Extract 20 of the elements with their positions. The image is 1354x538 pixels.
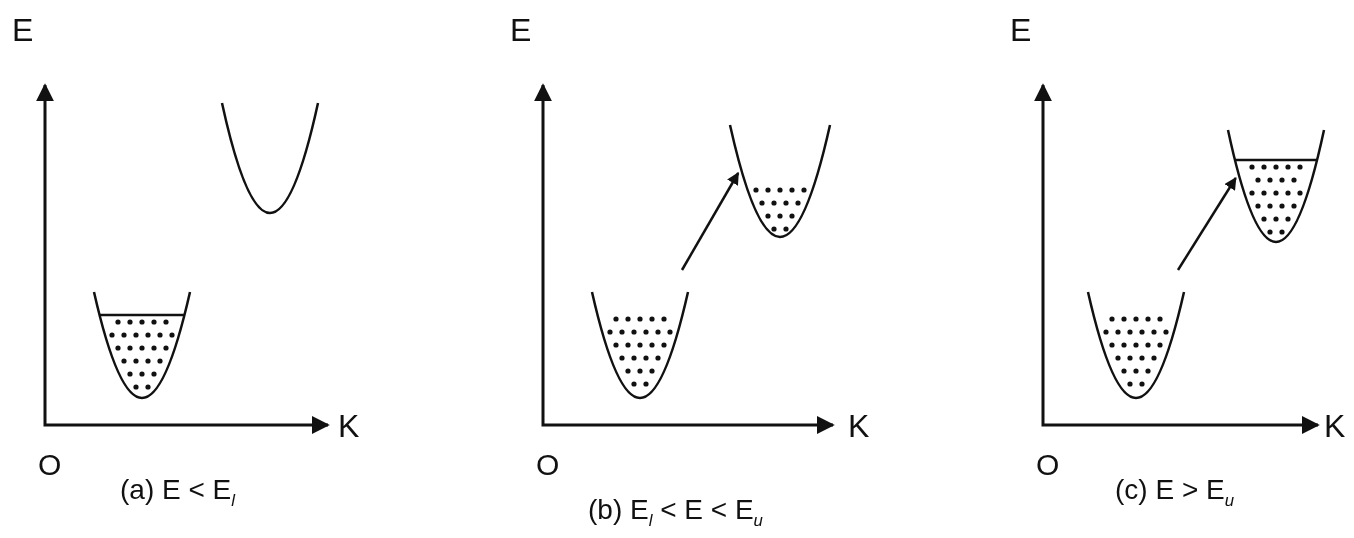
axis-label: E	[1010, 14, 1032, 46]
axis-label: E	[12, 14, 34, 46]
panel-caption: (c) E > E$_{u}$	[1115, 476, 1235, 510]
transfer-arrow	[1176, 176, 1237, 271]
origin-label: O	[536, 450, 560, 480]
axis-label: K	[338, 410, 360, 442]
energy-valley-drawing	[92, 291, 192, 399]
transfer-arrow	[680, 171, 740, 271]
energy-valley-drawing	[1226, 129, 1326, 244]
axis-label: E	[510, 14, 532, 46]
energy-valley-drawing	[590, 291, 690, 399]
axis-label: K	[1324, 410, 1346, 442]
energy-valley-drawing	[220, 102, 320, 214]
energy-valley-drawing	[1086, 291, 1186, 399]
panel-caption: (a) E < E$_{l}$	[120, 476, 235, 510]
panel-caption: (b) E$_{l}$ < E < E$_{u}$	[588, 496, 763, 530]
axis-label: K	[848, 410, 870, 442]
origin-label: O	[1036, 450, 1060, 480]
origin-label: O	[38, 450, 62, 480]
energy-valley-drawing	[728, 124, 832, 238]
